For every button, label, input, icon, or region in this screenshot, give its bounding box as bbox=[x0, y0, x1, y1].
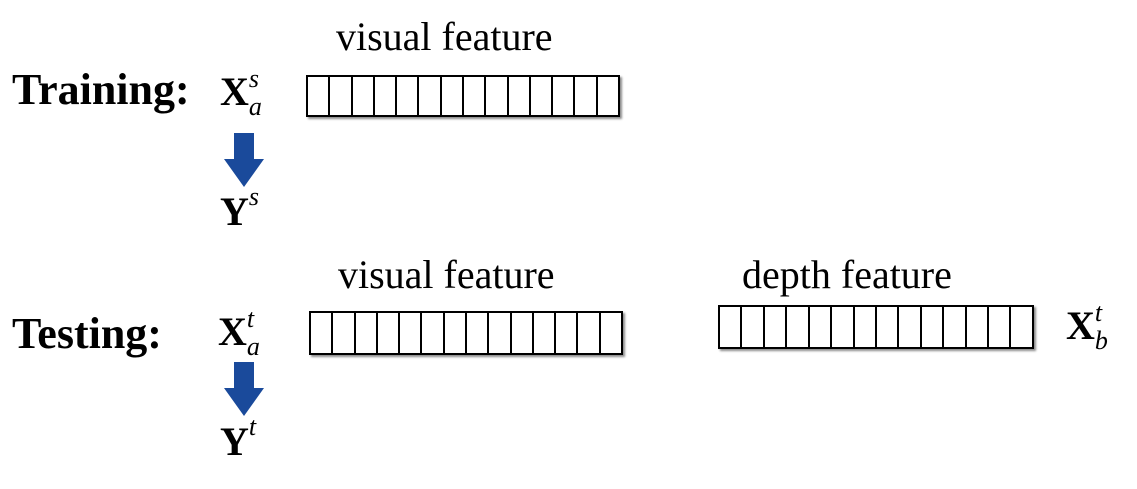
feature-cell bbox=[598, 77, 618, 115]
feature-cell bbox=[486, 77, 509, 115]
feature-cell bbox=[989, 307, 1012, 347]
feature-cell bbox=[311, 313, 334, 353]
symbol-superscript: s bbox=[248, 182, 260, 211]
testing-visual-feature-bar bbox=[309, 311, 623, 355]
feature-cell bbox=[422, 313, 445, 353]
symbol-subscript: b bbox=[1094, 326, 1108, 355]
feature-cell bbox=[553, 77, 576, 115]
feature-cell bbox=[578, 313, 601, 353]
feature-cell bbox=[397, 77, 420, 115]
feature-cell bbox=[464, 77, 487, 115]
feature-cell bbox=[531, 77, 554, 115]
feature-cell bbox=[400, 313, 423, 353]
symbol-base: X bbox=[218, 309, 247, 354]
feature-cell bbox=[922, 307, 945, 347]
feature-cell bbox=[877, 307, 900, 347]
symbol-base: Y bbox=[220, 419, 249, 464]
training-visual-feature-bar bbox=[306, 75, 620, 117]
feature-cell bbox=[419, 77, 442, 115]
feature-cell bbox=[512, 313, 534, 353]
feature-cell bbox=[333, 313, 356, 353]
feature-cell bbox=[330, 77, 353, 115]
feature-cell bbox=[489, 313, 512, 353]
feature-cell bbox=[509, 77, 531, 115]
training-label: Training: bbox=[12, 65, 190, 114]
testing-depth-feature-bar bbox=[718, 305, 1034, 349]
testing-down-arrow-icon bbox=[224, 362, 264, 416]
symbol-subscript: a bbox=[246, 332, 260, 361]
feature-cell bbox=[765, 307, 788, 347]
testing-visual-feature-caption: visual feature bbox=[338, 252, 555, 297]
feature-cell bbox=[742, 307, 765, 347]
feature-cell bbox=[787, 307, 810, 347]
training-visual-feature-caption: visual feature bbox=[336, 14, 553, 59]
feature-cell bbox=[967, 307, 990, 347]
feature-cell bbox=[442, 77, 464, 115]
symbol-base: Y bbox=[220, 189, 249, 234]
feature-cell bbox=[445, 313, 467, 353]
feature-cell bbox=[944, 307, 967, 347]
symbol-superscript: t bbox=[1094, 298, 1103, 327]
symbol-base: X bbox=[220, 69, 249, 114]
testing-depth-feature-caption: depth feature bbox=[742, 252, 952, 297]
feature-cell bbox=[356, 313, 378, 353]
feature-cell bbox=[575, 77, 598, 115]
feature-cell bbox=[899, 307, 922, 347]
symbol-superscript: t bbox=[246, 304, 255, 333]
feature-cell bbox=[810, 307, 833, 347]
feature-cell bbox=[855, 307, 877, 347]
feature-cell bbox=[353, 77, 375, 115]
feature-cell bbox=[720, 307, 743, 347]
feature-cell bbox=[832, 307, 855, 347]
symbol-superscript: s bbox=[248, 64, 260, 93]
feature-cell bbox=[467, 313, 490, 353]
symbol-base: X bbox=[1066, 303, 1095, 348]
testing-label: Testing: bbox=[12, 309, 162, 358]
feature-cell bbox=[601, 313, 621, 353]
symbol-superscript: t bbox=[248, 412, 257, 441]
feature-cell bbox=[556, 313, 579, 353]
symbol-subscript: a bbox=[248, 92, 262, 121]
feature-cell bbox=[534, 313, 557, 353]
feature-cell bbox=[308, 77, 331, 115]
feature-cell bbox=[1011, 307, 1031, 347]
feature-cell bbox=[378, 313, 401, 353]
feature-cell bbox=[375, 77, 398, 115]
training-down-arrow-icon bbox=[224, 133, 264, 187]
